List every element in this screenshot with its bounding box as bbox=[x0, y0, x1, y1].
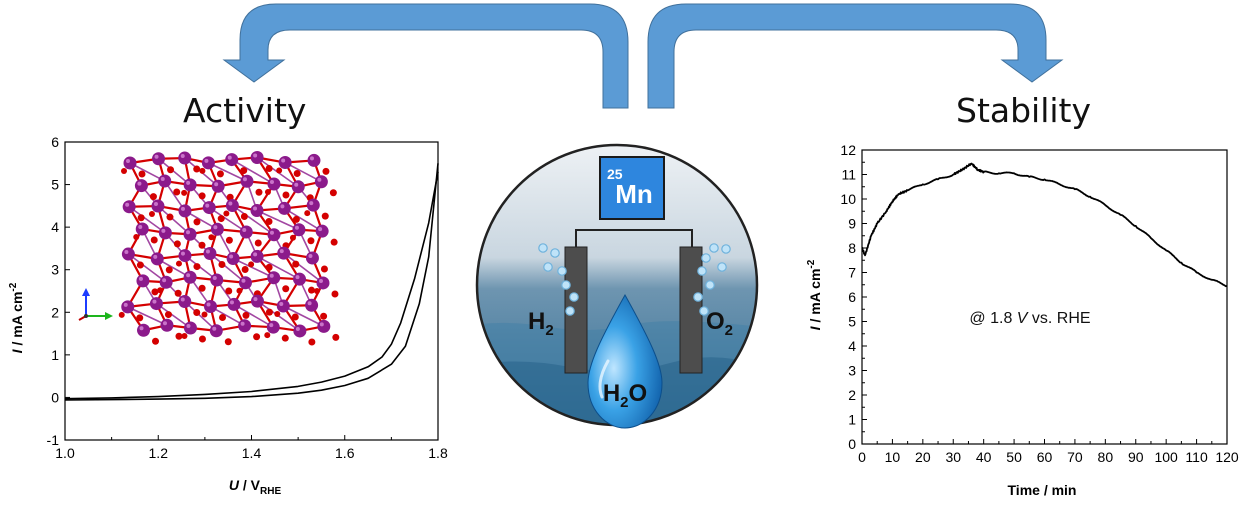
element-number: 25 bbox=[607, 166, 623, 182]
x-tick-label: 1.4 bbox=[242, 445, 262, 461]
y-axis-label: I / mA cm-2 bbox=[806, 259, 823, 330]
o2-label: O2 bbox=[706, 308, 733, 339]
h2-label: H2 bbox=[528, 308, 554, 339]
x-tick-label: 1.2 bbox=[149, 445, 169, 461]
activity-heading: Activity bbox=[183, 91, 307, 130]
flow-arrows bbox=[222, 3, 1064, 109]
y-tick-label: 9 bbox=[848, 216, 856, 232]
y-tick-label: 5 bbox=[51, 177, 59, 193]
element-symbol: Mn bbox=[615, 179, 653, 209]
crystal-structure-icon bbox=[118, 150, 340, 346]
y-tick-label: 4 bbox=[51, 219, 59, 235]
activity-chart: 1.0 1.2 1.4 1.6 1.8 -1 0 1 2 3 4 5 6 U / VRHE I / mA… bbox=[8, 134, 448, 497]
y-tick-label: 6 bbox=[51, 134, 59, 150]
x-tick-label: 60 bbox=[1037, 449, 1053, 465]
x-axis-label: U / VRHE bbox=[229, 477, 282, 497]
x-tick-label: 1.8 bbox=[428, 445, 448, 461]
x-tick-label: 80 bbox=[1098, 449, 1114, 465]
x-tick-label: 10 bbox=[885, 449, 901, 465]
series-line bbox=[64, 163, 439, 401]
x-tick-label: 20 bbox=[915, 449, 931, 465]
x-tick-label: 0 bbox=[858, 449, 866, 465]
arrow-to-activity bbox=[222, 3, 629, 109]
x-tick-label: 110 bbox=[1185, 449, 1208, 465]
y-tick-label: 0 bbox=[848, 436, 856, 452]
x-tick-label: 70 bbox=[1067, 449, 1083, 465]
plot-frame bbox=[861, 149, 1228, 445]
x-tick-label: 50 bbox=[1006, 449, 1022, 465]
y-tick-label: 3 bbox=[848, 363, 856, 379]
y-tick-label: 2 bbox=[848, 387, 856, 403]
axis-triad-icon bbox=[78, 288, 113, 321]
h2o-label: H2O bbox=[603, 380, 647, 411]
anode bbox=[679, 246, 703, 374]
x-tick-label: 1.6 bbox=[335, 445, 355, 461]
gas-bubbles bbox=[538, 243, 731, 316]
x-tick-label: 1.0 bbox=[55, 445, 75, 461]
y-tick-label: 3 bbox=[51, 262, 59, 278]
plot-frame bbox=[64, 141, 439, 441]
y-tick-label: -1 bbox=[47, 432, 60, 448]
stability-annotation: @ 1.8 V vs. RHE bbox=[969, 310, 1090, 327]
y-tick-label: 8 bbox=[848, 240, 856, 256]
x-tick-label: 30 bbox=[945, 449, 961, 465]
y-tick-label: 7 bbox=[848, 265, 856, 281]
y-tick-label: 4 bbox=[848, 338, 856, 354]
series-line bbox=[861, 162, 1228, 288]
y-tick-label: 2 bbox=[51, 304, 59, 320]
x-tick-label: 40 bbox=[976, 449, 992, 465]
y-tick-label: 10 bbox=[840, 191, 856, 207]
y-tick-label: 0 bbox=[51, 389, 59, 405]
y-axis-label: I / mA cm-2 bbox=[8, 282, 25, 353]
y-tick-label: 6 bbox=[848, 289, 856, 305]
x-tick-label: 90 bbox=[1128, 449, 1144, 465]
y-tick-label: 12 bbox=[840, 142, 856, 158]
y-tick-label: 1 bbox=[848, 412, 856, 428]
cathode bbox=[564, 246, 588, 374]
water-drop-icon bbox=[587, 293, 663, 429]
x-axis-label: Time / min bbox=[1008, 482, 1077, 498]
stability-heading: Stability bbox=[956, 91, 1092, 130]
y-tick-label: 5 bbox=[848, 314, 856, 330]
series-line bbox=[64, 171, 439, 400]
y-tick-label: 11 bbox=[841, 167, 856, 183]
arrow-to-stability bbox=[647, 3, 1064, 109]
y-tick-label: 1 bbox=[51, 347, 59, 363]
element-box bbox=[599, 156, 665, 220]
electrolysis-cell-icon: 25 Mn H2 O2 H2O bbox=[475, 143, 759, 429]
x-tick-label: 100 bbox=[1154, 449, 1178, 465]
x-tick-label: 120 bbox=[1215, 449, 1239, 465]
